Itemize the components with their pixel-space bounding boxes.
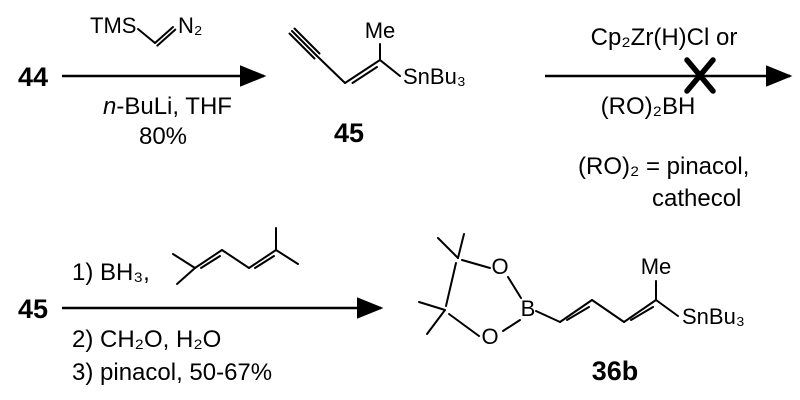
ring-bond (445, 262, 457, 307)
double-bond (254, 255, 275, 269)
double-bond (566, 306, 590, 321)
ring-bond (448, 313, 480, 337)
oxygen-bottom-label: O (481, 324, 498, 349)
double-bond (194, 249, 223, 269)
snbu3-label: SnBu₃ (403, 64, 466, 89)
methyl-bond (176, 267, 196, 285)
ring-bond (507, 276, 522, 299)
methyl-bond (172, 253, 196, 269)
boron-label: B (521, 296, 536, 321)
step3-line3: 3) pinacol, 50-67% (72, 359, 272, 386)
bond-to-tin (655, 299, 679, 317)
tms-diazomethane-structure: TMS N₂ (90, 13, 202, 47)
bond (221, 249, 250, 269)
bond (154, 26, 174, 44)
ring-bond (461, 259, 491, 269)
double-bond (630, 306, 654, 321)
step1-conditions: n-BuLi, THF (103, 93, 232, 120)
nbuli-rest: -BuLi, THF (116, 93, 232, 120)
tms-label: TMS (90, 13, 136, 38)
ring-bond (502, 319, 521, 332)
triple-bond (293, 27, 321, 55)
double-bond (559, 299, 593, 323)
compound-44-label: 44 (18, 62, 48, 92)
compound-45-structure: Me SnBu₃ 45 (288, 18, 466, 148)
nbuli-italic-n: n (103, 93, 116, 120)
bond (535, 310, 561, 323)
double-bond (248, 249, 277, 269)
methyl-bond (437, 237, 459, 259)
triple-bond (291, 30, 318, 57)
bond-to-tin (379, 59, 401, 77)
compound-45-label: 45 (334, 118, 364, 148)
methyl-bond (275, 249, 299, 265)
compound-36b-label: 36b (592, 356, 639, 386)
oxygen-top-label: O (491, 254, 508, 279)
n2-label: N₂ (178, 13, 202, 38)
step2-note-line2: cathecol (652, 185, 741, 212)
snbu3-label: SnBu₃ (682, 304, 745, 329)
methyl-bond (426, 309, 446, 335)
double-bond (351, 66, 378, 84)
double-bond (623, 299, 657, 323)
dimethylhexadiene-structure (172, 227, 299, 285)
double-bond (344, 59, 381, 84)
bond (316, 55, 346, 84)
methyl-bond (457, 233, 465, 259)
step2-reagent-below: (RO)₂BH (601, 93, 696, 120)
step1-yield: 80% (139, 123, 187, 150)
arrow-step2-failed (545, 57, 793, 94)
methyl-label: Me (365, 18, 396, 43)
double-bond (200, 255, 221, 269)
bond (137, 28, 156, 44)
bond (156, 28, 177, 47)
step2-note-line1: (RO)₂ = pinacol, (578, 153, 749, 180)
methyl-label: Me (641, 254, 672, 279)
bond (591, 299, 625, 323)
compound-36b-structure: O O B Me SnBu₃ 36b (418, 233, 745, 386)
step2-reagent-above: Cp₂Zr(H)Cl or (591, 24, 738, 51)
step3-line2: 2) CH₂O, H₂O (72, 326, 221, 353)
triple-bond (288, 32, 316, 60)
step3-line1: 1) BH₃, (72, 259, 150, 286)
methyl-bond (418, 301, 446, 311)
compound-45-start-label: 45 (18, 294, 48, 324)
failed-x-icon (684, 57, 716, 94)
